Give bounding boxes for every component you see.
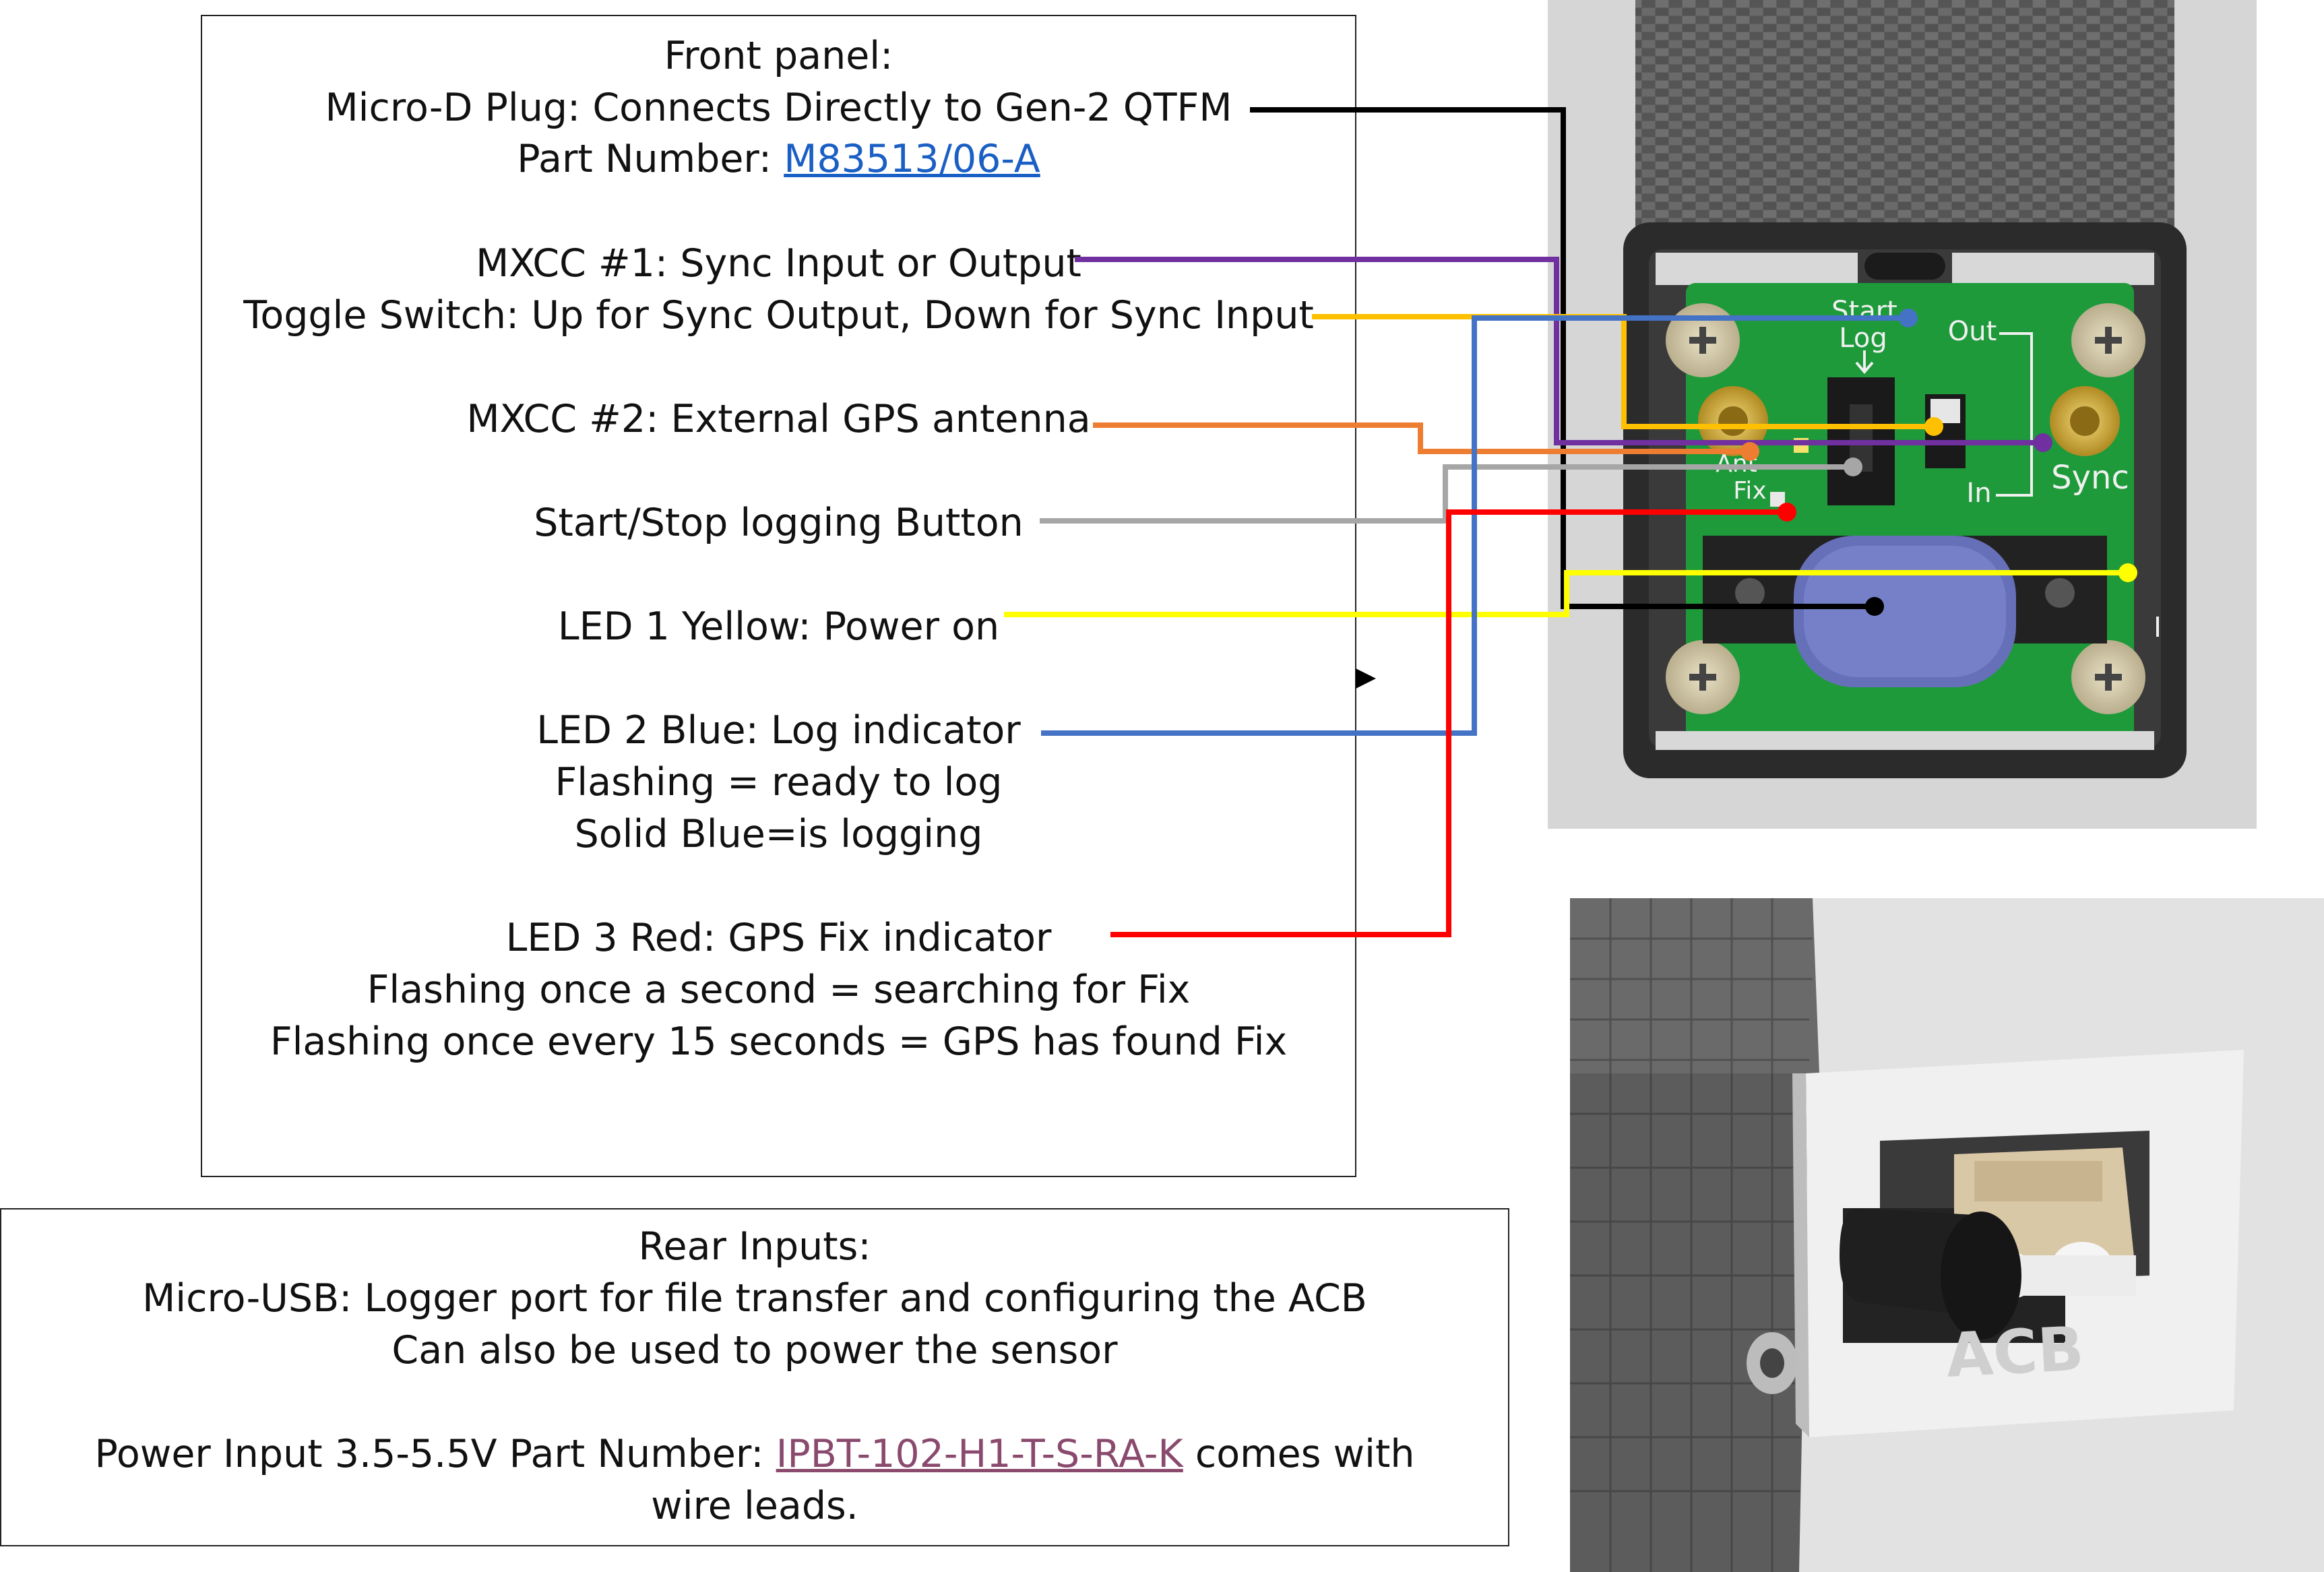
led1-wire-endpoint — [2118, 563, 2137, 582]
led3-wire — [1110, 509, 1787, 937]
micro-usb-cable — [1840, 1208, 1974, 1316]
pcb-label-sync: Sync — [2051, 459, 2129, 497]
front-panel-box — [201, 15, 1356, 1177]
rear-inputs-title: Rear Inputs: — [638, 1224, 871, 1269]
toggle-switch-label: Toggle Switch: Up for Sync Output, Down … — [243, 293, 1314, 338]
pcb-label-start: Start — [1831, 296, 1897, 327]
led2-line2: Flashing = ready to log — [555, 760, 1003, 805]
pcb-label-in: In — [1966, 478, 1991, 509]
toggle-wire — [1312, 314, 1934, 429]
led3-line2: Flashing once a second = searching for F… — [367, 968, 1191, 1012]
front-panel-title: Front panel: — [664, 34, 893, 78]
pcb-label-out: Out — [1948, 316, 1997, 347]
part-number-prefix: Part Number: — [517, 137, 784, 181]
sma-connector-icon — [2050, 386, 2120, 456]
screw-icon — [1666, 640, 1740, 714]
led2-wire — [1041, 315, 1908, 736]
mxcc1-label: MXCC #1: Sync Input or Output — [476, 241, 1081, 286]
part-number-link[interactable]: M83513/06-A — [784, 137, 1040, 181]
button-wire — [1040, 464, 1853, 524]
micro-d-wire-endpoint — [1865, 597, 1884, 616]
mxcc2-wire — [1093, 422, 1750, 454]
led2-wire-endpoint — [1899, 309, 1918, 327]
power-input-line2: wire leads. — [651, 1484, 858, 1528]
rear-inputs-box — [0, 1208, 1509, 1546]
led2-line3: Solid Blue=is logging — [574, 812, 983, 856]
mxcc2-wire-endpoint — [1740, 442, 1759, 461]
mxcc2-label: MXCC #2: External GPS antenna — [466, 397, 1091, 441]
micro-usb-label: Micro-USB: Logger port for file transfer… — [142, 1276, 1367, 1321]
carbon-tube-top — [1635, 0, 2174, 243]
arrow-marker-icon — [1356, 668, 1376, 689]
micro-usb-line2: Can also be used to power the sensor — [391, 1328, 1118, 1373]
power-input-suffix: comes with — [1183, 1432, 1415, 1476]
screw-icon — [1666, 303, 1740, 377]
led1-wire — [1004, 570, 2128, 617]
rear-render: ACB — [1570, 898, 2324, 1572]
part-number-line: Part Number: M83513/06-A — [201, 133, 1356, 185]
button-label: Start/Stop logging Button — [534, 501, 1024, 545]
screw-icon — [1747, 1332, 1798, 1394]
screw-icon — [2071, 640, 2145, 714]
micro-d-wire — [1250, 107, 1875, 609]
pcb-label-fix: Fix — [1733, 477, 1766, 505]
screw-icon — [2071, 303, 2145, 377]
mxcc1-wire-endpoint — [2034, 433, 2052, 452]
front-pcb-render: Start Log Out In Sync Ant Fix — [1548, 0, 2257, 829]
mxcc1-wire — [1075, 257, 2043, 445]
power-input-line: Power Input 3.5-5.5V Part Number: IPBT-1… — [0, 1428, 1509, 1480]
led3-wire-endpoint — [1778, 503, 1796, 522]
pcb-label-log: Log — [1839, 323, 1887, 354]
led-icon — [1770, 492, 1785, 507]
led2-label: LED 2 Blue: Log indicator — [536, 708, 1021, 753]
led3-label: LED 3 Red: GPS Fix indicator — [505, 916, 1052, 960]
led1-label: LED 1 Yellow: Power on — [557, 604, 1000, 649]
power-input-prefix: Power Input 3.5-5.5V Part Number: — [94, 1432, 776, 1476]
brand-emboss: ACB — [1945, 1313, 2086, 1391]
power-part-link[interactable]: IPBT-102-H1-T-S-RA-K — [776, 1432, 1183, 1476]
led3-line3: Flashing once every 15 seconds = GPS has… — [270, 1019, 1288, 1064]
micro-d-label: Micro-D Plug: Connects Directly to Gen-2… — [325, 86, 1232, 130]
button-wire-endpoint — [1844, 458, 1862, 476]
toggle-wire-endpoint — [1924, 417, 1943, 436]
